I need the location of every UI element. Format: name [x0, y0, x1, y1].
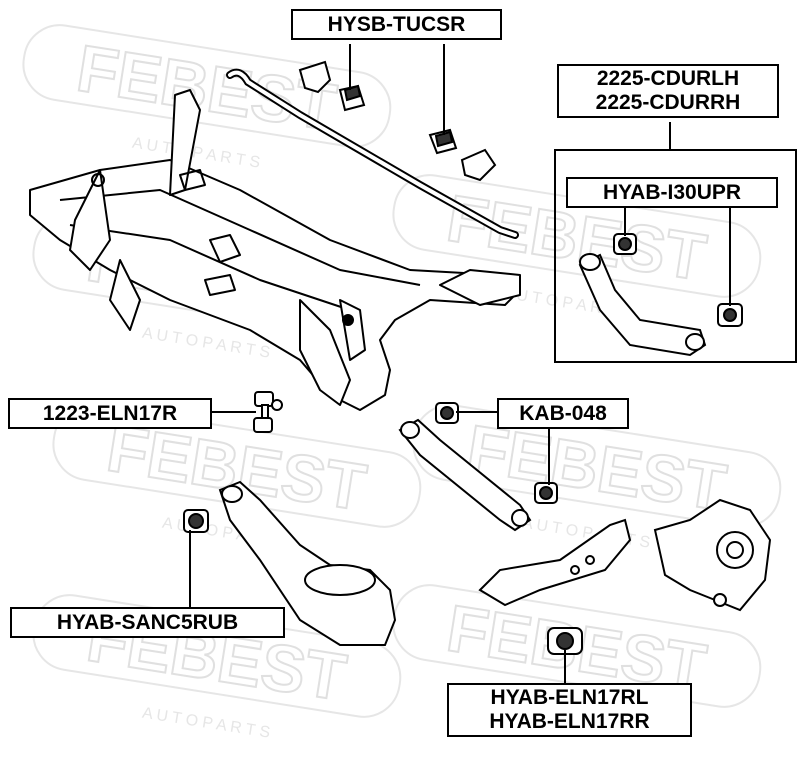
trailing-arm [183, 480, 397, 646]
label-hyab-i30upr: HYAB-I30UPR [566, 177, 778, 208]
stabilizer-bar [226, 68, 519, 239]
watermark-sub: A U T O P A R T S [141, 705, 271, 742]
lower-control-arm [478, 518, 632, 655]
steering-knuckle [653, 498, 772, 612]
watermark-1: FEBEST A U T O P A R T S [22, 24, 392, 172]
upper-arm-group-box [554, 149, 797, 363]
upper-arm [578, 233, 743, 357]
label-hyab-eln17rr: HYAB-ELN17RR [489, 710, 650, 733]
label-hyab-eln17rl: HYAB-ELN17RL [490, 686, 649, 709]
rear-subframe [29, 89, 521, 411]
leader-lines [189, 44, 731, 683]
label-hyab-eln17rl-rr: HYAB-ELN17RL HYAB-ELN17RR [447, 683, 692, 737]
label-1223-eln17r: 1223-ELN17R [8, 398, 212, 429]
label-2225-cdurrh: 2225-CDURRH [595, 91, 741, 114]
label-2225-cdurlh: 2225-CDURLH [596, 67, 740, 90]
label-hyab-sanc5rub: HYAB-SANC5RUB [10, 607, 285, 638]
label-kab-048: KAB-048 [497, 398, 629, 429]
stabilizer-link [253, 391, 283, 433]
label-hysb-tucsr: HYSB-TUCSR [291, 9, 502, 40]
lateral-arm [398, 402, 558, 532]
label-2225-cdurlh-rh: 2225-CDURLH 2225-CDURRH [557, 64, 779, 118]
